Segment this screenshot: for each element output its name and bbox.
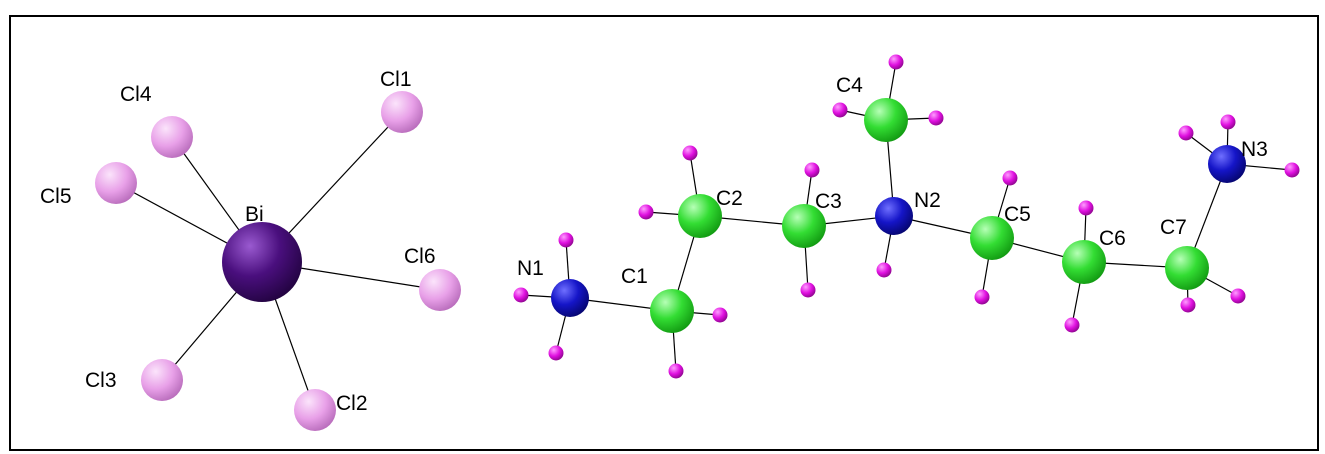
atom-h bbox=[800, 282, 816, 298]
atom-cl3 bbox=[141, 359, 183, 401]
label-c7: C7 bbox=[1160, 216, 1187, 239]
atom-h bbox=[668, 363, 684, 379]
atom-h bbox=[1078, 200, 1094, 216]
atom-h bbox=[974, 289, 990, 305]
atom-c4 bbox=[864, 98, 908, 142]
atom-h bbox=[1230, 288, 1246, 304]
chlorine-atoms bbox=[95, 91, 461, 431]
atom-bi bbox=[222, 222, 302, 302]
atom-cl1 bbox=[381, 91, 423, 133]
label-c6: C6 bbox=[1099, 227, 1126, 250]
atom-h bbox=[1064, 317, 1080, 333]
label-c2: C2 bbox=[716, 187, 743, 210]
label-cl3: Cl3 bbox=[85, 369, 117, 392]
atom-h bbox=[558, 232, 574, 248]
label-n1: N1 bbox=[517, 257, 544, 280]
atom-c7 bbox=[1165, 246, 1209, 290]
atom-c5 bbox=[970, 216, 1014, 260]
label-cl6: Cl6 bbox=[404, 245, 436, 268]
label-cl2: Cl2 bbox=[336, 392, 368, 415]
hydrogen-atoms bbox=[513, 54, 1300, 379]
atom-h bbox=[513, 287, 529, 303]
label-c3: C3 bbox=[815, 190, 842, 213]
atom-n3 bbox=[1208, 145, 1246, 183]
atom-c2 bbox=[678, 194, 722, 238]
atom-labels: Bi Cl1 Cl2 Cl3 Cl4 Cl5 Cl6 N1 N2 N3 C1 C… bbox=[40, 68, 1268, 415]
label-c4: C4 bbox=[836, 74, 863, 97]
atom-h bbox=[888, 54, 904, 70]
atom-cl6 bbox=[419, 269, 461, 311]
atom-h bbox=[832, 102, 848, 118]
atom-h bbox=[1180, 297, 1196, 313]
label-bi: Bi bbox=[245, 203, 264, 226]
label-cl5: Cl5 bbox=[40, 185, 72, 208]
label-n2: N2 bbox=[914, 189, 941, 212]
nitrogen-atoms bbox=[551, 145, 1246, 317]
atom-c1 bbox=[650, 289, 694, 333]
atom-h bbox=[928, 110, 944, 126]
carbon-atoms bbox=[650, 98, 1209, 333]
atom-h bbox=[682, 145, 698, 161]
atom-h bbox=[1178, 125, 1194, 141]
atom-n1 bbox=[551, 279, 589, 317]
atom-h bbox=[1284, 162, 1300, 178]
atom-c6 bbox=[1062, 240, 1106, 284]
atom-cl5 bbox=[95, 162, 137, 204]
label-c5: C5 bbox=[1004, 203, 1031, 226]
atom-c3 bbox=[782, 204, 826, 248]
label-cl1: Cl1 bbox=[380, 68, 412, 91]
atom-h bbox=[638, 204, 654, 220]
label-c1: C1 bbox=[621, 265, 648, 288]
diagram-frame bbox=[9, 15, 1319, 451]
atom-h bbox=[548, 345, 564, 361]
atom-n2 bbox=[875, 197, 913, 235]
label-cl4: Cl4 bbox=[120, 83, 152, 106]
atom-h bbox=[712, 307, 728, 323]
atom-h bbox=[1002, 170, 1018, 186]
atom-h bbox=[876, 262, 892, 278]
atom-cl4 bbox=[151, 116, 193, 158]
label-n3: N3 bbox=[1241, 138, 1268, 161]
atom-h bbox=[804, 162, 820, 178]
atom-cl2 bbox=[294, 389, 336, 431]
atom-h bbox=[1220, 114, 1236, 130]
